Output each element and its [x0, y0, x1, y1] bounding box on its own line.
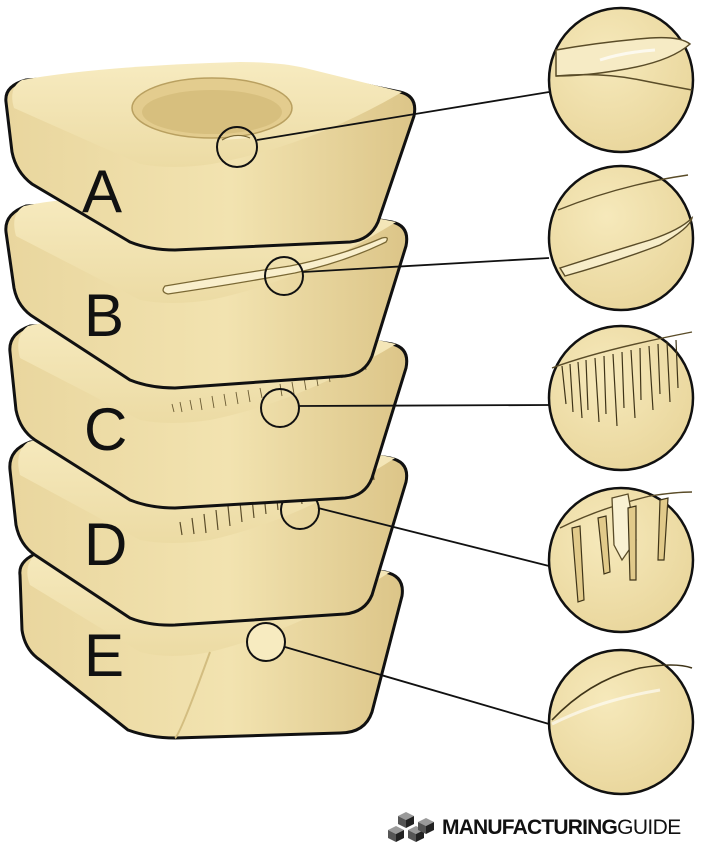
cube-cluster-logo-icon — [388, 812, 434, 842]
insert-label-a: A — [82, 158, 122, 225]
insert-label-b: B — [84, 282, 124, 349]
notch-groove — [162, 236, 388, 295]
detail-circle-c — [547, 324, 695, 472]
detail-circle-a — [547, 6, 695, 154]
insert-label-e: E — [84, 622, 124, 689]
leader-lines — [256, 91, 550, 725]
brand-name-light: GUIDE — [617, 816, 681, 839]
insert-label-d: D — [84, 511, 127, 578]
detail-circle-e — [547, 648, 695, 796]
detail-circle-b — [547, 164, 695, 312]
insert-label-c: C — [84, 396, 127, 463]
insert-a — [4, 62, 417, 252]
brand-name-bold: MANUFACTURING — [442, 816, 618, 839]
detail-circle-d — [547, 486, 695, 634]
